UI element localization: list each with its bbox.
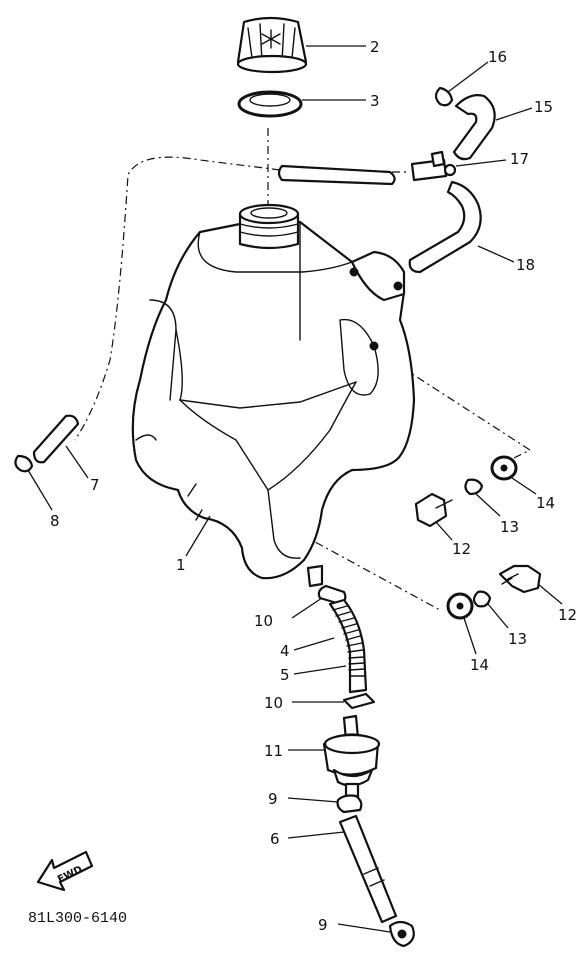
callout-13-lower: 13: [508, 630, 527, 648]
washer-13-upper-part[interactable]: [464, 478, 484, 496]
fuel-hose-corrugated-part[interactable]: [328, 598, 368, 694]
fwd-arrow-icon: FWD: [36, 850, 94, 892]
hose-7-part[interactable]: [32, 414, 80, 464]
callout-7: 7: [90, 476, 100, 494]
callout-10-lower: 10: [264, 694, 283, 712]
callout-3: 3: [370, 92, 380, 110]
callout-4: 4: [280, 642, 290, 660]
clamp-9-upper-part[interactable]: [336, 794, 363, 814]
cap-gasket-part[interactable]: [237, 90, 303, 118]
bolt-12-lower-part[interactable]: [498, 564, 542, 594]
callout-16: 16: [488, 48, 507, 66]
callout-8: 8: [50, 512, 60, 530]
callout-18: 18: [516, 256, 535, 274]
callout-15: 15: [534, 98, 553, 116]
callout-14-upper: 14: [536, 494, 555, 512]
breather-hose-part[interactable]: [277, 164, 396, 186]
clip-8-part[interactable]: [14, 454, 34, 473]
callout-5: 5: [280, 666, 290, 684]
callout-17: 17: [510, 150, 529, 168]
callout-11: 11: [264, 742, 283, 760]
hose-18-part[interactable]: [408, 180, 482, 274]
damper-14-upper-part[interactable]: [490, 455, 518, 481]
leader-lines: [27, 45, 563, 933]
clamp-9-lower-part[interactable]: [388, 920, 415, 948]
callout-labels: 2 3 16 15 17 18 7 8 1 13 14 12 12 13 14 …: [50, 38, 577, 934]
diagram-code: 81L300-6140: [28, 910, 127, 927]
hose-15-part[interactable]: [452, 94, 496, 161]
callout-14-lower: 14: [470, 656, 489, 674]
callout-2: 2: [370, 38, 380, 56]
callout-9-lower: 9: [318, 916, 328, 934]
callout-6: 6: [270, 830, 280, 848]
clamp-10-lower-part[interactable]: [342, 692, 376, 710]
fuel-tank-part[interactable]: [131, 203, 416, 588]
callout-13-upper: 13: [500, 518, 519, 536]
washer-13-lower-part[interactable]: [472, 590, 492, 608]
fuel-filter-part[interactable]: [322, 714, 381, 800]
bolt-12-upper-part[interactable]: [414, 492, 453, 528]
tank-cap-part[interactable]: [236, 16, 308, 74]
fuel-hose-6-part[interactable]: [338, 814, 398, 924]
callout-1: 1: [176, 556, 186, 574]
damper-14-lower-part[interactable]: [446, 592, 474, 620]
callout-12-upper: 12: [452, 540, 471, 558]
callout-10-upper: 10: [254, 612, 273, 630]
callout-9-upper: 9: [268, 790, 278, 808]
t-joint-part[interactable]: [410, 150, 457, 182]
callout-12-lower: 12: [558, 606, 577, 624]
